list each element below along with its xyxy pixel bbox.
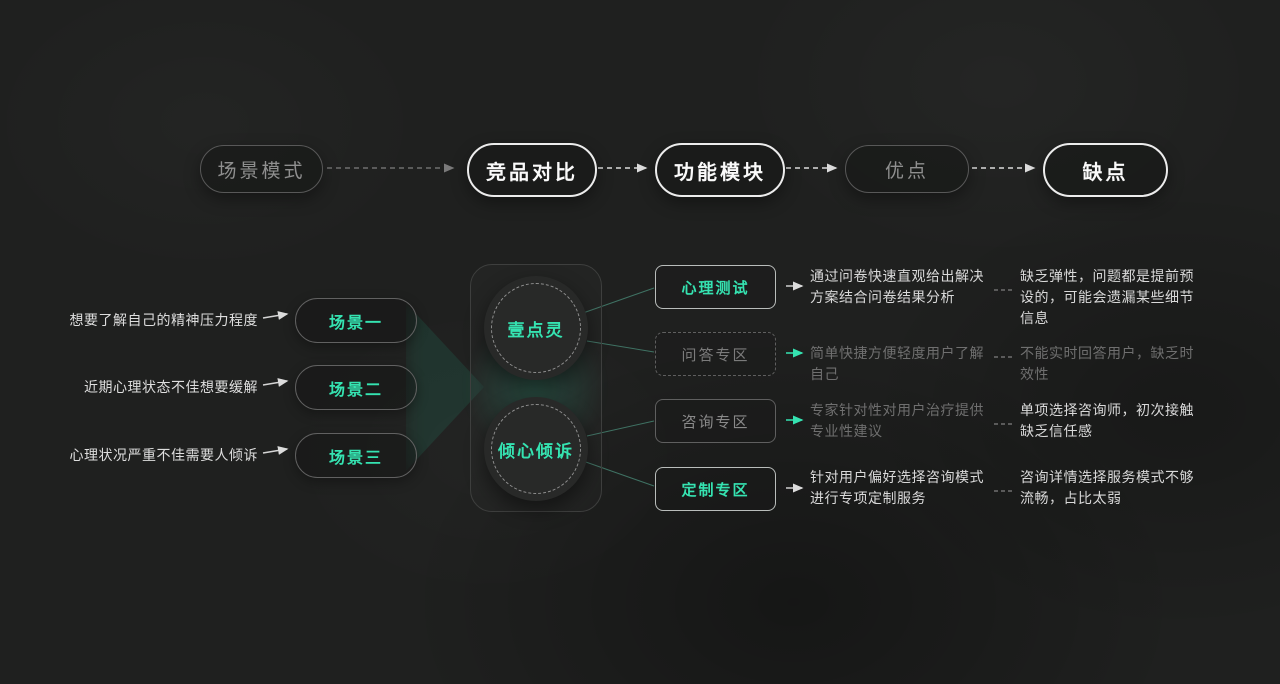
- flow-step-function-modules[interactable]: 功能模块: [655, 143, 785, 197]
- flow-step-scene-mode-label: 场景模式: [217, 160, 306, 182]
- flow-step-function-modules-label: 功能模块: [674, 161, 766, 184]
- con-note-1: 缺乏弹性，问题都是提前预设的，可能会遗漏某些细节信息: [1020, 268, 1194, 326]
- apps-container: 壹点灵 倾心倾诉: [470, 264, 602, 512]
- module-psych-test[interactable]: 心理测试: [655, 265, 776, 309]
- pro-note-4: 针对用户偏好选择咨询模式进行专项定制服务: [810, 469, 984, 506]
- flow-step-competitor-compare-label: 竞品对比: [486, 161, 578, 184]
- scenario-3-pill[interactable]: 场景三: [295, 433, 417, 478]
- scenario-2-label: 场景二: [328, 381, 383, 399]
- arrow-scenario-1: [262, 311, 289, 320]
- con-note-4: 咨询详情选择服务模式不够流畅，占比太弱: [1020, 469, 1194, 506]
- flow-step-pros-label: 优点: [884, 160, 929, 182]
- flow-step-competitor-compare[interactable]: 竞品对比: [467, 143, 597, 197]
- scenario-1-label: 场景一: [328, 314, 383, 332]
- scenario-2-pill[interactable]: 场景二: [295, 365, 417, 410]
- scenario-3-label: 场景三: [328, 449, 383, 467]
- module-consult-zone-label: 咨询专区: [681, 413, 750, 431]
- pro-note-1: 通过问卷快速直观给出解决方案结合问卷结果分析: [810, 268, 984, 305]
- module-consult-zone[interactable]: 咨询专区: [655, 399, 776, 443]
- arrow-scenario-3: [262, 446, 289, 455]
- flow-step-cons[interactable]: 缺点: [1043, 143, 1168, 197]
- scenario-1-description: 想要了解自己的精神压力程度: [69, 312, 258, 328]
- flow-step-pros[interactable]: 优点: [845, 145, 969, 193]
- pro-note-2: 简单快捷方便轻度用户了解自己: [810, 345, 984, 382]
- scenario-3-description: 心理状况严重不佳需要人倾诉: [69, 447, 258, 463]
- scenario-arrows: [262, 311, 289, 455]
- module-custom-zone[interactable]: 定制专区: [655, 467, 776, 511]
- module-qa-zone-label: 问答专区: [681, 346, 750, 364]
- flow-step-scene-mode[interactable]: 场景模式: [200, 145, 323, 193]
- app-name-qingxinqingsu: 倾心倾诉: [498, 441, 574, 461]
- app-circle-yidianling[interactable]: 壹点灵: [484, 276, 588, 380]
- pro-con-dashes: [994, 289, 1014, 492]
- arrow-scenario-2: [262, 378, 289, 387]
- pro-note-3: 专家针对性对用户治疗提供专业性建议: [810, 402, 984, 439]
- flow-step-cons-label: 缺点: [1082, 161, 1129, 184]
- app-name-yidianling: 壹点灵: [507, 320, 565, 340]
- module-qa-zone[interactable]: 问答专区: [655, 332, 776, 376]
- module-pro-arrows: [786, 281, 804, 493]
- module-custom-zone-label: 定制专区: [681, 481, 750, 499]
- module-psych-test-label: 心理测试: [681, 279, 750, 297]
- con-note-3: 单项选择咨询师，初次接触缺乏信任感: [1020, 402, 1194, 439]
- scenario-2-description: 近期心理状态不佳想要缓解: [84, 379, 258, 395]
- app-circle-qingxinqingsu[interactable]: 倾心倾诉: [484, 397, 588, 501]
- con-note-2: 不能实时回答用户，缺乏时效性: [1020, 345, 1194, 382]
- scenario-1-pill[interactable]: 场景一: [295, 298, 417, 343]
